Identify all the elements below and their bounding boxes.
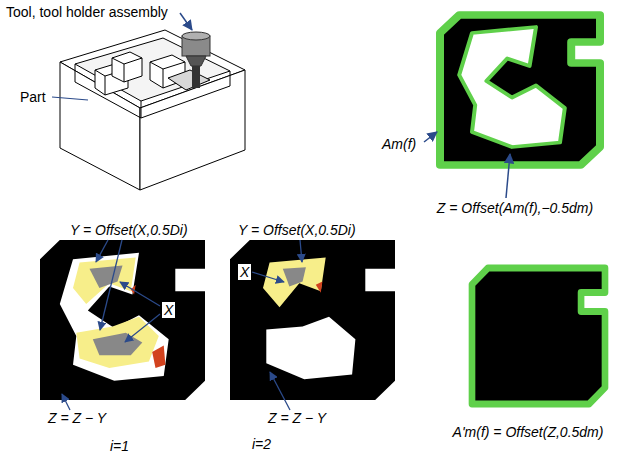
- formula-label: Y = Offset(X,0.5Di): [238, 222, 356, 238]
- leader-arrow: [424, 132, 437, 142]
- leader-arrow: [96, 240, 108, 262]
- part-drawing: [60, 30, 245, 190]
- leader-arrow: [252, 272, 284, 282]
- leader-arrow: [125, 314, 160, 342]
- region-am: [440, 15, 600, 165]
- formula-label: Y = Offset(X,0.5Di): [70, 222, 188, 238]
- region-label: Am(f): [382, 136, 416, 152]
- leader-arrow: [120, 282, 160, 306]
- formula-label: Z = Z − Y: [268, 410, 326, 426]
- formula-label: Z = Z − Y: [48, 410, 106, 426]
- formula-label: A'm(f) = Offset(Z,0.5dm): [453, 424, 604, 440]
- region-step-1: [40, 240, 205, 400]
- leader-arrow: [62, 394, 70, 410]
- leader-arrow: [506, 154, 510, 198]
- leader-arrow: [180, 13, 192, 30]
- part-label: Tool, tool holder assembly: [6, 4, 168, 20]
- tool-symbol: [182, 32, 210, 88]
- step-label: i=2: [252, 436, 271, 452]
- region-label: X: [238, 264, 251, 280]
- step-label: i=1: [110, 438, 129, 454]
- part-label: Part: [20, 89, 46, 105]
- region-step-2: [230, 240, 395, 400]
- leader-arrow: [300, 240, 302, 262]
- region-result: [472, 268, 605, 404]
- leader-arrow: [100, 240, 122, 330]
- leader-arrow: [270, 372, 290, 410]
- formula-label: Z = Offset(Am(f),−0.5dm): [437, 200, 593, 216]
- region-label: X: [162, 302, 175, 318]
- leader-line: [52, 97, 88, 100]
